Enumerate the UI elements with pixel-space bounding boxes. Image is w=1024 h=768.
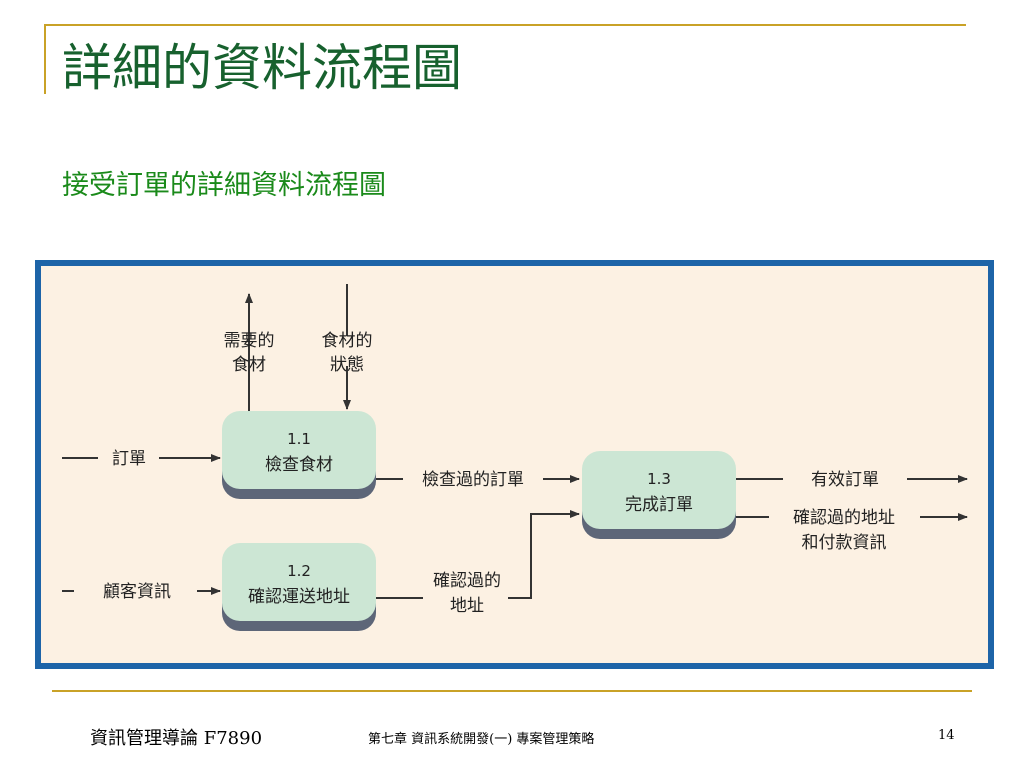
flow-lines xyxy=(62,284,968,599)
process-label: 檢查食材 xyxy=(265,455,333,475)
process-box xyxy=(582,451,736,529)
slide-subtitle: 接受訂單的詳細資料流程圖 xyxy=(62,170,386,201)
label-confirmed-payment-line2: 和付款資訊 xyxy=(802,533,887,553)
label-confirmed-address-line1: 確認過的 xyxy=(433,571,501,591)
label-needed-ingredients-line2: 食材 xyxy=(232,355,266,375)
footer-chapter: 第七章 資訊系統開發(一) 專案管理策略 xyxy=(368,732,595,747)
label-needed-ingredients-line1: 需要的 xyxy=(224,331,275,351)
process-1-2: 1.2 確認運送地址 xyxy=(222,543,376,631)
data-flow-diagram: 1.1 檢查食材 1.2 確認運送地址 1.3 完成訂單 需要的 食材 食材的 … xyxy=(35,260,994,669)
process-id: 1.3 xyxy=(647,470,671,488)
label-order: 訂單 xyxy=(112,449,146,469)
page-number: 14 xyxy=(938,728,955,743)
flow-arrow-confirmed-address xyxy=(508,510,580,599)
footer-course: 資訊管理導論 F7890 xyxy=(90,728,263,749)
process-id: 1.2 xyxy=(287,562,311,580)
process-label: 確認運送地址 xyxy=(248,587,350,607)
bottom-rule xyxy=(52,690,972,692)
process-label: 完成訂單 xyxy=(625,495,693,515)
label-customer-info: 顧客資訊 xyxy=(103,582,171,602)
label-checked-order: 檢查過的訂單 xyxy=(422,470,524,490)
process-box xyxy=(222,543,376,621)
process-1-3: 1.3 完成訂單 xyxy=(582,451,736,539)
label-confirmed-payment-line1: 確認過的地址 xyxy=(793,508,895,528)
title-accent-bar xyxy=(44,24,46,94)
label-ingredient-status-line1: 食材的 xyxy=(322,331,373,351)
flow-labels: 需要的 食材 食材的 狀態 訂單 顧客資訊 檢查過的訂單 確認過的 地址 有效訂… xyxy=(103,331,895,616)
top-rule xyxy=(44,24,966,26)
slide-title: 詳細的資料流程圖 xyxy=(62,39,462,97)
diagram-canvas: 1.1 檢查食材 1.2 確認運送地址 1.3 完成訂單 需要的 食材 食材的 … xyxy=(62,284,968,631)
process-id: 1.1 xyxy=(287,430,311,448)
label-ingredient-status-line2: 狀態 xyxy=(330,355,364,375)
label-valid-order: 有效訂單 xyxy=(811,470,879,490)
process-box xyxy=(222,411,376,489)
process-1-1: 1.1 檢查食材 xyxy=(222,411,376,499)
label-confirmed-address-line2: 地址 xyxy=(450,596,484,616)
